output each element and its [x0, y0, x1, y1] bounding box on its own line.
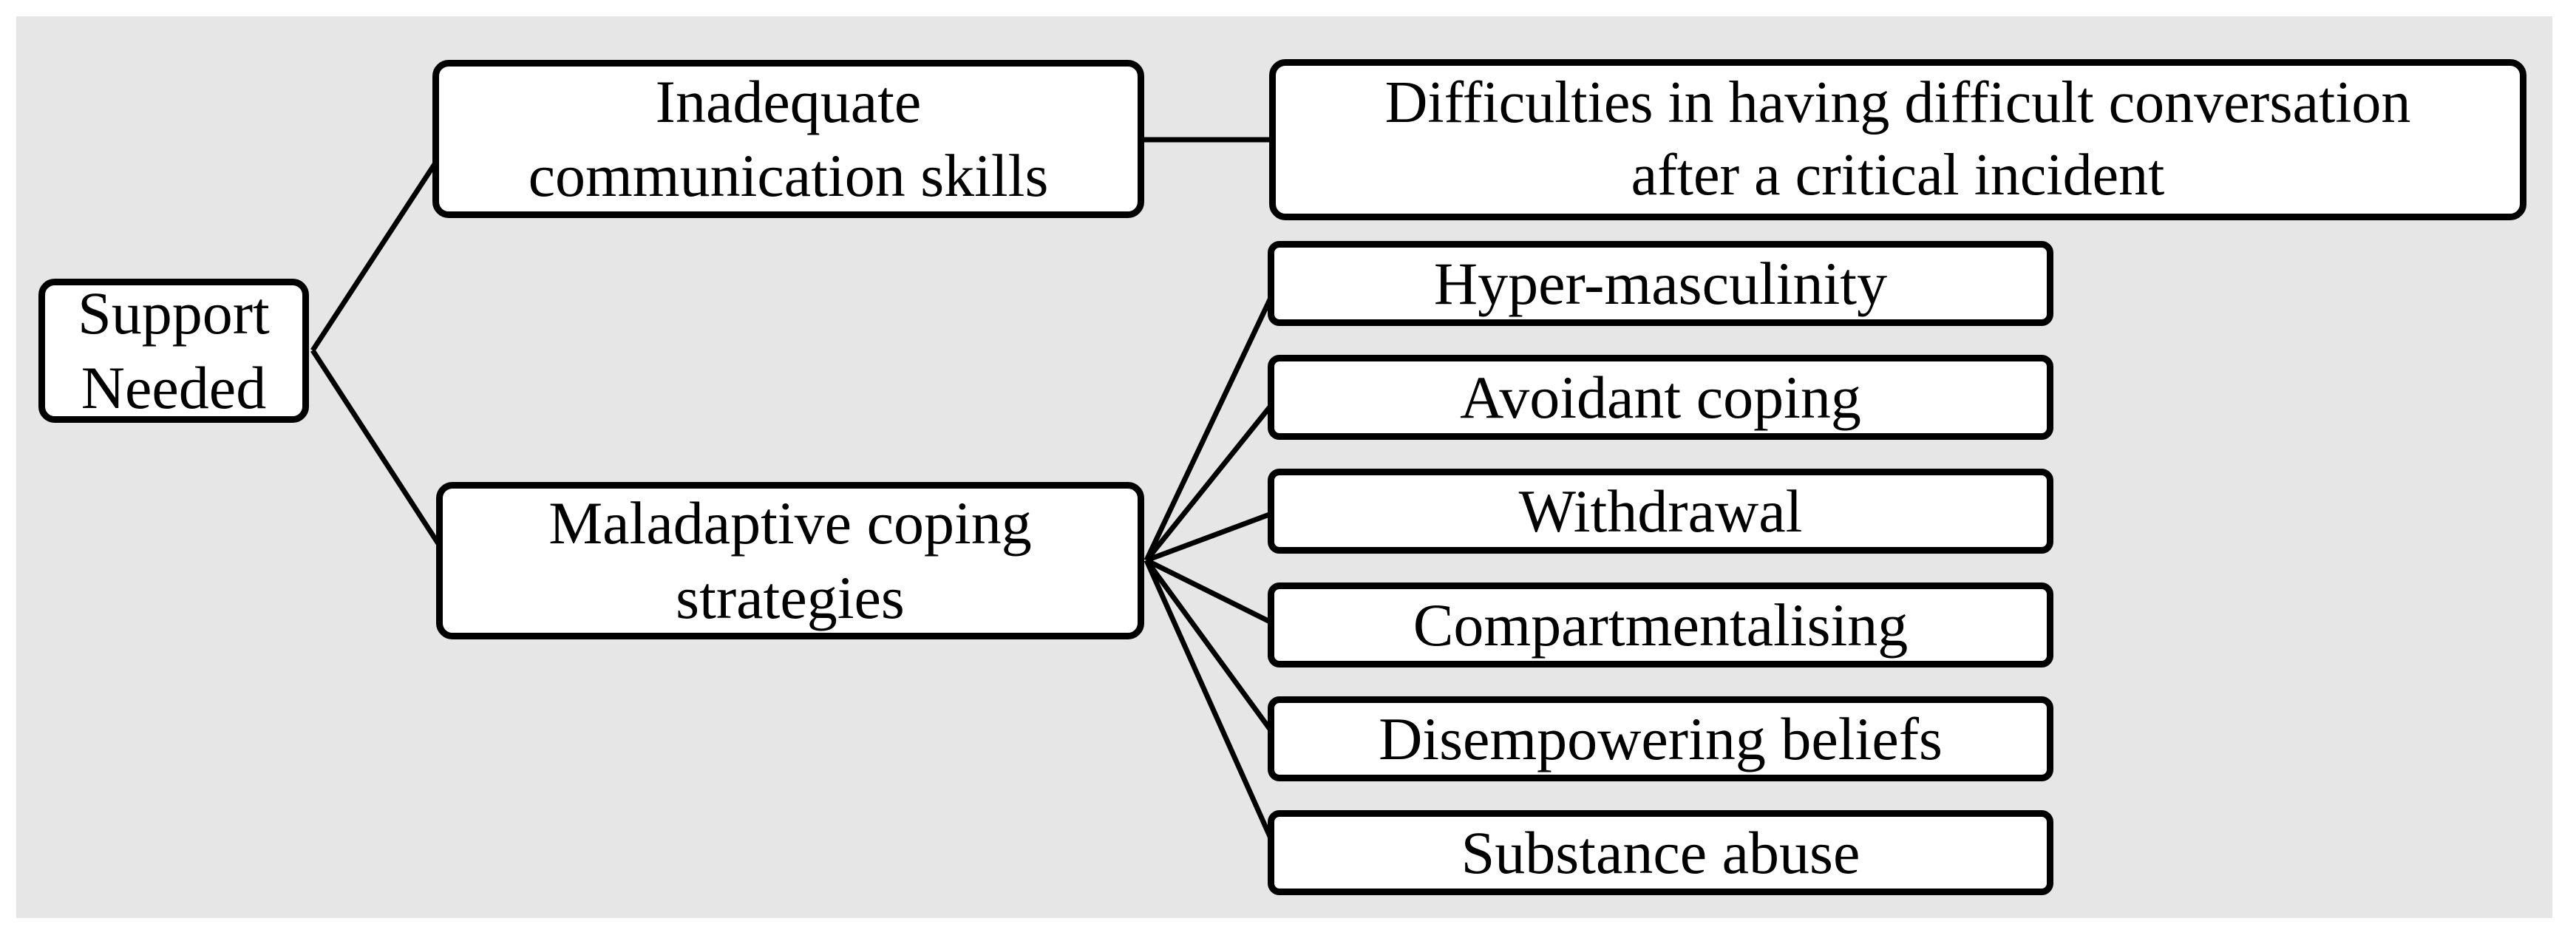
edge-maladaptive-to-withdrawal	[1145, 509, 1279, 563]
edge-maladaptive-to-avoidant-coping	[1144, 395, 1279, 563]
node-label-line: Substance abuse	[1461, 818, 1860, 886]
node-inadequate-communication-skills: Inadequate communication skills	[432, 60, 1144, 218]
node-support-needed: Support Needed	[38, 279, 309, 423]
edge-maladaptive-to-disempowering-beliefs	[1144, 558, 1279, 741]
node-difficult-conversation: Difficulties in having difficult convers…	[1269, 59, 2526, 220]
node-compartmentalising: Compartmentalising	[1268, 582, 2053, 667]
node-label-line: Inadequate	[655, 67, 922, 135]
node-substance-abuse: Substance abuse	[1268, 810, 2053, 895]
node-label-line: after a critical incident	[1631, 143, 2165, 208]
node-withdrawal: Withdrawal	[1268, 469, 2053, 554]
node-maladaptive-coping-strategies: Maladaptive coping strategies	[436, 482, 1144, 639]
node-label-line: Avoidant coping	[1460, 363, 1861, 431]
node-label-line: Maladaptive coping	[548, 489, 1032, 557]
node-label-line: Compartmentalising	[1413, 591, 1909, 659]
edge-support-to-inadequate	[310, 143, 449, 352]
node-label-line: communication skills	[528, 142, 1049, 209]
node-hyper-masculinity: Hyper-masculinity	[1268, 241, 2053, 326]
edge-maladaptive-to-hyper-masculinity	[1143, 282, 1280, 562]
node-avoidant-coping: Avoidant coping	[1268, 355, 2053, 440]
node-disempowering-beliefs: Disempowering beliefs	[1268, 696, 2053, 781]
node-label-line: Support	[78, 279, 270, 347]
node-label-line: Needed	[81, 353, 267, 421]
node-label-line: strategies	[676, 563, 905, 631]
node-label-line: Withdrawal	[1518, 477, 1803, 545]
node-label-line: Disempowering beliefs	[1379, 704, 1943, 772]
node-label-line: Difficulties in having difficult convers…	[1384, 70, 2411, 136]
edge-support-to-maladaptive	[310, 349, 449, 559]
node-label-line: Hyper-masculinity	[1433, 249, 1888, 317]
edge-maladaptive-to-compartmentalising	[1145, 557, 1279, 628]
edge-maladaptive-to-substance-abuse	[1143, 559, 1280, 855]
